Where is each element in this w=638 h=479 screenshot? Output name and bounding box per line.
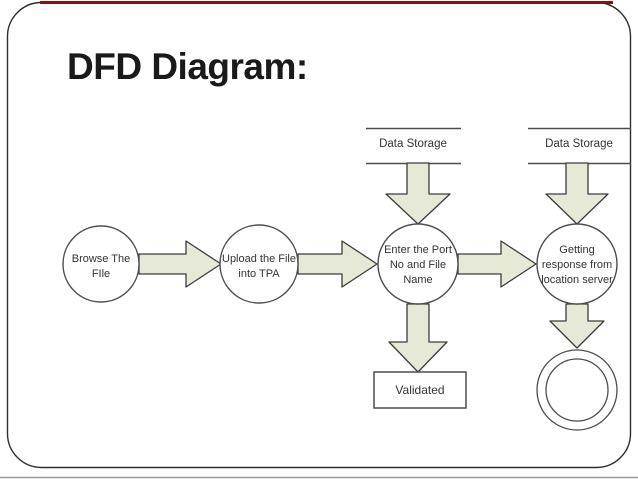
arrow-upload-to-enterport bbox=[297, 240, 378, 288]
process-getting-response-from-location-server: Getting response from location server bbox=[536, 223, 618, 305]
data-store-label: Data Storage bbox=[379, 138, 447, 150]
process-label-line: Name bbox=[403, 274, 432, 286]
process-label-line: location server bbox=[541, 274, 613, 286]
validated-label: Validated bbox=[395, 383, 444, 397]
process-label-line: Enter the Port bbox=[384, 244, 452, 256]
process-circle bbox=[219, 224, 299, 304]
process-circle bbox=[62, 225, 140, 303]
arrow-browse-to-upload bbox=[138, 240, 222, 288]
process-circle bbox=[377, 223, 459, 305]
process-label-line: Upload the File bbox=[222, 253, 296, 265]
validated-box bbox=[373, 371, 467, 409]
process-enter-port-no-and-file-name: Enter the Port No and File Name bbox=[377, 223, 459, 305]
process-label-line: No and File bbox=[390, 259, 446, 271]
arrow-enterport-to-validated bbox=[388, 303, 448, 373]
process-label-line: into TPA bbox=[238, 268, 280, 280]
process-browse-the-file: Browse The FIle bbox=[62, 225, 140, 303]
arrow-enterport-to-getting bbox=[457, 240, 537, 288]
arrow-datastore1-to-enterport bbox=[385, 162, 451, 225]
end-state-inner-circle bbox=[545, 358, 609, 422]
arrow-getting-to-end bbox=[549, 303, 605, 349]
process-label-line: FIle bbox=[92, 268, 110, 280]
process-label-line: Getting bbox=[559, 244, 594, 256]
end-state-double-circle bbox=[536, 349, 618, 431]
process-label-line: Browse The bbox=[72, 253, 131, 265]
process-circle bbox=[536, 223, 618, 305]
data-store-label: Data Storage bbox=[545, 138, 613, 150]
process-label-line: response from bbox=[542, 259, 612, 271]
page-title: DFD Diagram: bbox=[67, 46, 308, 87]
arrow-datastore2-to-getting bbox=[545, 162, 609, 225]
data-store-2: Data Storage bbox=[528, 127, 631, 165]
output-validated: Validated bbox=[373, 371, 467, 409]
process-upload-file-into-tpa: Upload the File into TPA bbox=[219, 224, 299, 304]
data-store-1: Data Storage bbox=[366, 127, 461, 165]
